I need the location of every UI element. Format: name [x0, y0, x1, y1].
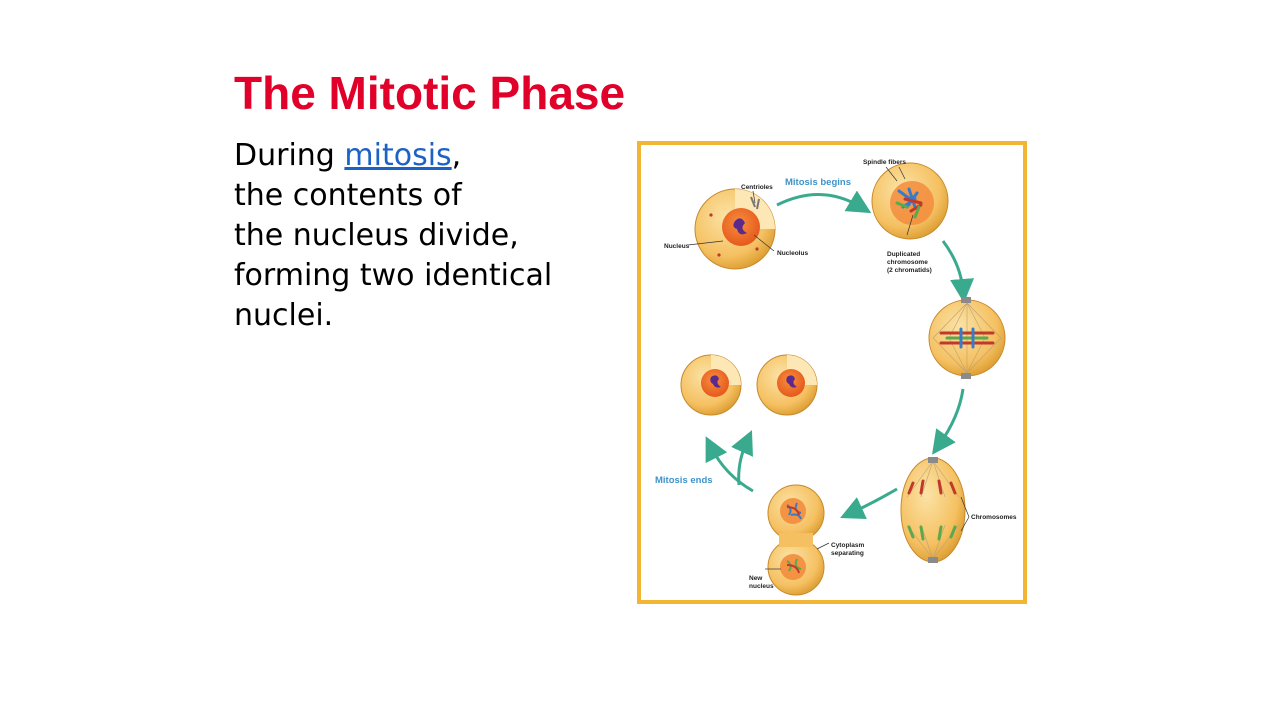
label-cytoplasm-1: Cytoplasm: [831, 542, 864, 549]
mitosis-link[interactable]: mitosis: [344, 138, 452, 173]
label-new-nucleus-2: nucleus: [749, 583, 774, 590]
leader-centrioles: [752, 190, 756, 204]
mitosis-figure: Centrioles Nucleus Nucleolus Mitosis beg…: [637, 141, 1027, 604]
body-text: During mitosis, the contents of the nucl…: [234, 136, 614, 336]
leader-spindle-2: [898, 166, 906, 180]
cell-prophase: [871, 162, 949, 240]
cell-interphase: [694, 188, 776, 270]
cell-telophase: [767, 484, 825, 596]
label-spindle-fibers: Spindle fibers: [863, 159, 906, 166]
leader-duplicated: [906, 214, 914, 236]
body-line-1-end: ,: [451, 138, 462, 173]
arrow-to-telophase: [840, 487, 898, 519]
arrow-to-daughter-left: [705, 436, 754, 493]
label-cytoplasm-2: separating: [831, 550, 864, 557]
body-line-1-start: During: [234, 138, 345, 173]
body-line-1: During mitosis,: [234, 136, 614, 176]
leader-chromosomes-1: [960, 496, 970, 518]
label-mitosis-begins: Mitosis begins: [785, 177, 851, 188]
leader-cytoplasm: [816, 542, 830, 550]
label-chromosomes: Chromosomes: [971, 514, 1017, 521]
slide-title: The Mitotic Phase: [234, 67, 626, 119]
leader-chromosomes-2: [960, 516, 970, 532]
cell-daughter-left: [680, 354, 742, 416]
cell-metaphase: [928, 297, 1006, 379]
cell-daughter-right: [756, 354, 818, 416]
body-line-4: forming two identical: [234, 258, 553, 293]
label-mitosis-ends: Mitosis ends: [655, 475, 713, 486]
body-line-3: the nucleus divide,: [234, 218, 519, 253]
label-centrioles: Centrioles: [741, 184, 773, 191]
label-new-nucleus-1: New: [749, 575, 763, 582]
leader-spindle-1: [885, 166, 898, 182]
body-line-2: the contents of: [234, 178, 462, 213]
label-nucleolus: Nucleolus: [777, 250, 808, 257]
leader-nucleolus: [753, 234, 775, 252]
body-line-5: nuclei.: [234, 298, 334, 333]
label-duplicated-3: (2 chromatids): [887, 267, 932, 274]
mitosis-diagram: Centrioles Nucleus Nucleolus Mitosis beg…: [655, 159, 1017, 596]
arrow-to-prophase: [776, 190, 872, 214]
arrow-to-anaphase: [932, 388, 965, 455]
arrow-to-metaphase: [941, 240, 975, 303]
leader-nucleus: [687, 240, 724, 246]
label-duplicated-1: Duplicated: [887, 251, 920, 258]
label-duplicated-2: chromosome: [887, 259, 928, 266]
label-nucleus: Nucleus: [664, 243, 690, 250]
arrow-to-daughter-right: [731, 430, 753, 486]
cell-anaphase: [900, 457, 966, 563]
